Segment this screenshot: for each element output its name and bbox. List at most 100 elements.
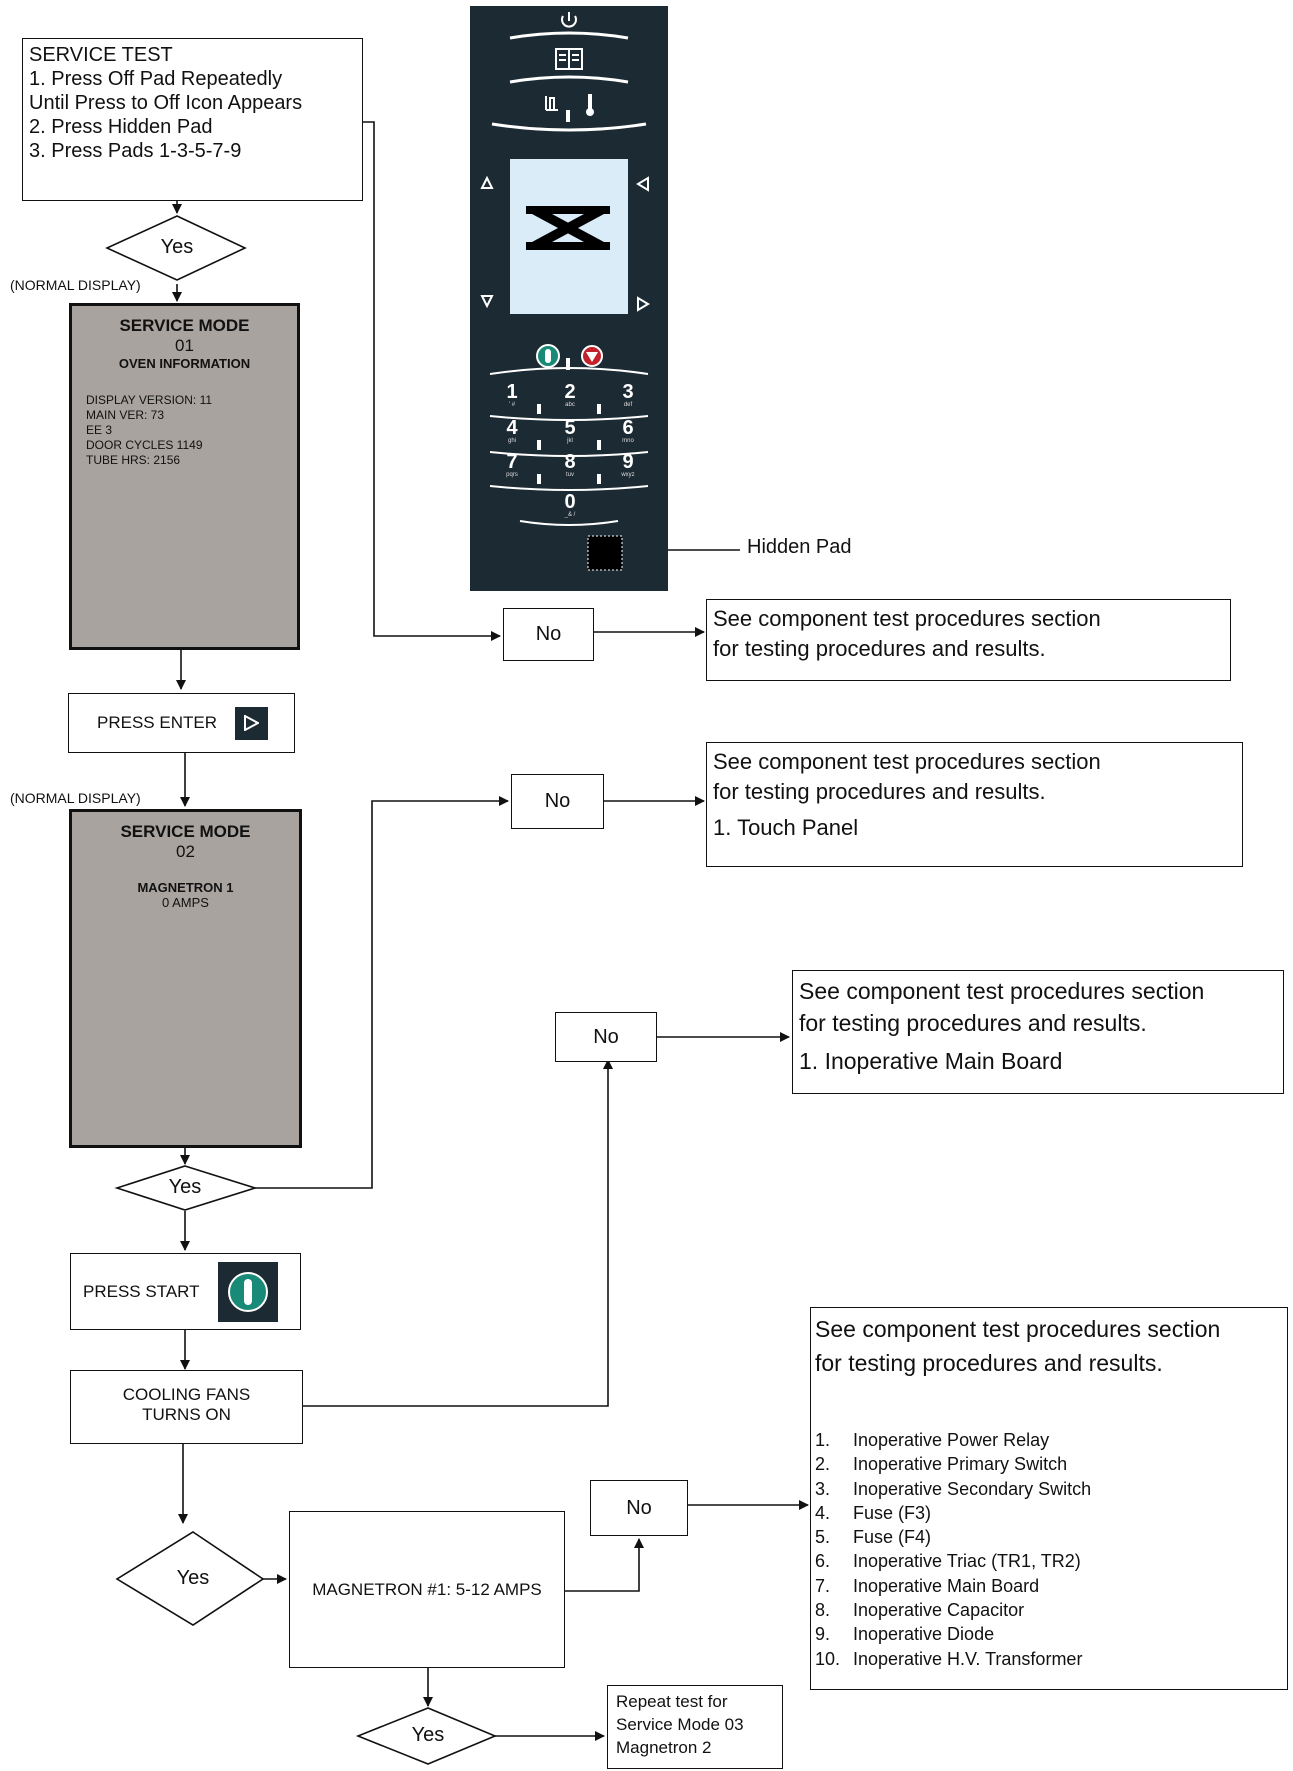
yes-label: Yes [411,1724,445,1746]
book-icon [555,48,583,70]
failure-item: 7.Inoperative Main Board [815,1575,1040,1596]
no-label: No [535,623,562,645]
note-line: for testing procedures and results. [713,779,1046,804]
failure-list: 1.Inoperative Power Relay 2.Inoperative … [815,1428,1283,1671]
normal-display-label: (NORMAL DISPLAY) [10,277,141,293]
no-box-2: No [511,774,604,829]
service-test-box: SERVICE TEST 1. Press Off Pad Repeatedly… [22,38,363,201]
failure-item: 1.Inoperative Power Relay [815,1430,1050,1450]
no-label: No [593,1025,619,1048]
failure-item: 8.Inoperative Capacitor [815,1600,1025,1621]
power-icon [561,12,577,28]
mode-title: SERVICE MODE [120,822,251,841]
display-x-glyph [526,206,610,250]
repeat-line: Repeat test for [616,1692,728,1711]
no-label: No [626,1496,652,1519]
info-line: TUBE HRS: 2156 [86,453,181,467]
service-test-step: 3. Press Pads 1-3-5-7-9 [29,140,242,162]
cooling-fans-line: TURNS ON [142,1405,231,1424]
no-box-4: No [590,1480,688,1536]
magnetron-check-box: MAGNETRON #1: 5-12 AMPS [289,1511,565,1668]
normal-display-label: (NORMAL DISPLAY) [10,790,141,806]
enter-arrow-icon [234,706,268,740]
note-line: See component test procedures section [713,606,1101,631]
amps-reading: 0 AMPS [162,895,209,910]
note-box-1: See component test procedures section fo… [706,599,1231,681]
press-enter-label: PRESS ENTER [97,713,217,732]
note-line: for testing procedures and results. [713,636,1046,661]
decision-yes-3 [115,1531,265,1626]
yes-label: Yes [160,236,194,258]
yes-label: Yes [176,1567,210,1589]
oven-info-list: DISPLAY VERSION: 11 MAIN VER: 73 EE 3 DO… [86,393,297,468]
failure-item: 3.Inoperative Secondary Switch [815,1478,1092,1499]
no-label: No [544,790,571,812]
service-test-step: 1. Press Off Pad Repeatedly [29,68,283,90]
yes-label: Yes [168,1176,202,1198]
service-test-step: Until Press to Off Icon Appears [29,92,303,114]
failure-item: 2.Inoperative Primary Switch [815,1454,1068,1475]
note-line: See component test procedures section [799,978,1205,1004]
note-line: for testing procedures and results. [815,1350,1163,1376]
keypad-key-0[interactable]: 0_& / [564,491,576,518]
left-arrow-icon [636,176,649,192]
note-item: 1. Touch Panel [713,815,859,840]
note-line: See component test procedures section [713,749,1101,774]
hidden-pad-area [587,535,623,571]
failure-list-box: See component test procedures section fo… [810,1307,1288,1690]
mode-subtitle: MAGNETRON 1 [137,880,234,895]
start-button-icon [217,1261,278,1322]
right-arrow-icon [637,296,650,312]
service-test-step: 2. Press Hidden Pad [29,116,213,138]
press-start-box: PRESS START [70,1253,301,1330]
service-mode-01-display: SERVICE MODE 01 OVEN INFORMATION DISPLAY… [69,303,300,650]
keypad-key-1[interactable]: 1' # [506,381,518,408]
note-item: 1. Inoperative Main Board [799,1048,1063,1074]
magnetron-label: MAGNETRON #1: 5-12 AMPS [312,1579,542,1599]
service-test-title: SERVICE TEST [29,44,173,66]
note-line: for testing procedures and results. [799,1010,1147,1036]
up-arrow-icon [480,175,494,189]
mode-title: SERVICE MODE [119,316,250,335]
decision-yes-2 [114,1165,258,1211]
failure-item: 9.Inoperative Diode [815,1624,995,1645]
info-line: DISPLAY VERSION: 11 [86,393,213,407]
mode-number: 02 [176,842,195,861]
thermometer-icon [586,94,594,116]
note-line: See component test procedures section [815,1316,1221,1342]
no-box-3: No [555,1012,657,1062]
mode-subtitle: OVEN INFORMATION [118,356,251,371]
no-box-1: No [503,608,594,661]
failure-item: 4.Fuse (F3) [815,1502,932,1523]
info-line: MAIN VER: 73 [86,408,165,422]
hand-icon [545,96,558,111]
info-line: EE 3 [86,423,113,437]
repeat-test-box: Repeat test for Service Mode 03 Magnetro… [607,1685,783,1769]
note-box-3: See component test procedures section fo… [792,970,1284,1094]
display-screen [510,159,628,314]
press-start-label: PRESS START [83,1281,200,1301]
hidden-pad-label: Hidden Pad [747,536,852,558]
mode-number: 01 [175,336,194,355]
failure-item: 10.Inoperative H.V. Transformer [815,1648,1083,1669]
note-box-2: See component test procedures section fo… [706,742,1243,867]
repeat-line: Magnetron 2 [616,1738,712,1757]
failure-item: 5.Fuse (F4) [815,1527,932,1548]
failure-item: 6.Inoperative Triac (TR1, TR2) [815,1551,1081,1572]
info-line: DOOR CYCLES 1149 [86,438,203,452]
down-arrow-icon [480,295,494,309]
decision-yes-4 [355,1707,498,1765]
press-enter-box: PRESS ENTER [68,693,295,753]
service-mode-02-display: SERVICE MODE 02 MAGNETRON 1 0 AMPS [69,809,302,1148]
cooling-fans-line: COOLING FANS [122,1385,251,1404]
